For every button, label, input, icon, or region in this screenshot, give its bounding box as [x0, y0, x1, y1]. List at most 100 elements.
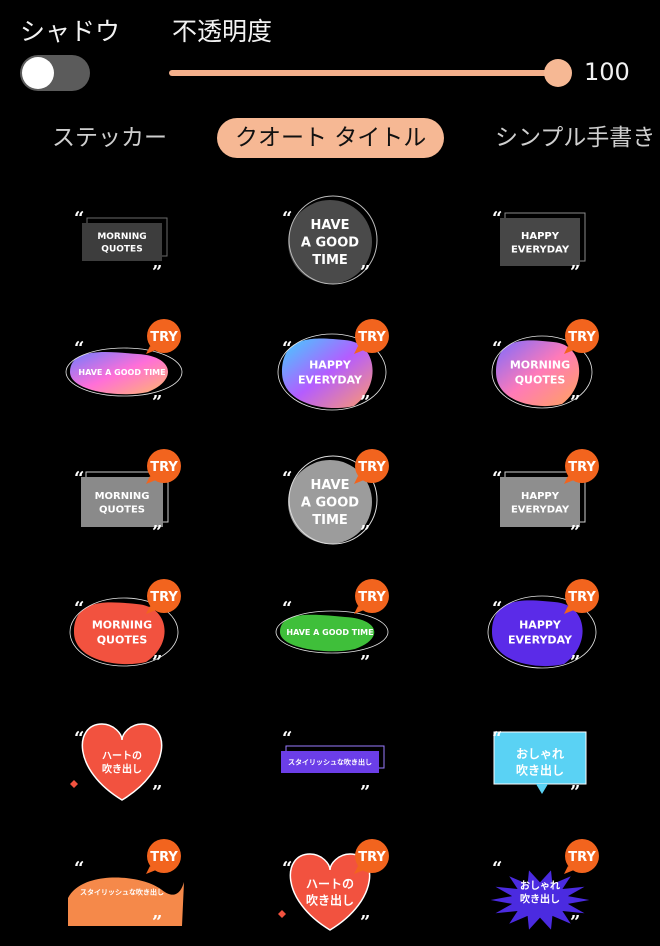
sticker-item[interactable]: “ ” MORNING QUOTES [52, 186, 192, 296]
try-badge: TRY [354, 319, 389, 354]
sticker-item[interactable]: “”おしゃれ吹き出し [470, 706, 610, 816]
sticker-text: QUOTES [99, 504, 145, 515]
open-quote-icon: “ [282, 728, 292, 749]
sticker-text: HAVE A GOOD TIME [78, 368, 165, 377]
open-quote-icon: “ [282, 858, 292, 879]
opacity-label: 不透明度 [172, 17, 273, 46]
close-quote-icon: ” [152, 262, 162, 283]
close-quote-icon: ” [152, 392, 162, 413]
try-badge: TRY [564, 839, 599, 874]
close-quote-icon: ” [152, 782, 162, 803]
close-quote-icon: ” [570, 912, 580, 933]
try-badge: TRY [354, 449, 389, 484]
open-quote-icon: “ [492, 728, 502, 749]
opacity-slider-thumb[interactable] [544, 59, 572, 87]
sticker-text: ハートの [102, 750, 142, 762]
open-quote-icon: “ [492, 598, 502, 619]
sticker-text: スタイリッシュな吹き出し [288, 758, 372, 767]
sticker-item[interactable]: “”ハートの吹き出し [52, 706, 192, 816]
shadow-toggle[interactable] [20, 55, 90, 91]
svg-text:TRY: TRY [150, 460, 178, 475]
close-quote-icon: ” [152, 912, 162, 933]
svg-text:TRY: TRY [150, 850, 178, 865]
close-quote-icon: ” [570, 392, 580, 413]
open-quote-icon: “ [74, 858, 84, 879]
open-quote-icon: “ [282, 208, 292, 229]
open-quote-icon: “ [74, 208, 84, 229]
sticker-text: ハートの [306, 877, 354, 891]
svg-text:TRY: TRY [568, 330, 596, 345]
sticker-text: QUOTES [97, 633, 148, 646]
close-quote-icon: ” [360, 392, 370, 413]
close-quote-icon: ” [570, 522, 580, 543]
svg-text:TRY: TRY [358, 590, 386, 605]
shadow-label: シャドウ [20, 17, 121, 46]
try-badge: TRY [146, 319, 181, 354]
tab-quote-title[interactable]: クオート タイトル [217, 118, 445, 158]
sticker-text: EVERYDAY [511, 504, 570, 515]
svg-text:TRY: TRY [568, 460, 596, 475]
close-quote-icon: ” [360, 782, 370, 803]
close-quote-icon: ” [570, 652, 580, 673]
sticker-text: TIME [312, 253, 348, 268]
open-quote-icon: “ [492, 468, 502, 489]
tab-simple-handwriting[interactable]: シンプル手書き [495, 125, 656, 151]
sticker-item[interactable]: “ ” スタイリッシュな吹き出し [260, 706, 400, 816]
open-quote-icon: “ [282, 598, 292, 619]
svg-text:TRY: TRY [568, 850, 596, 865]
close-quote-icon: ” [360, 522, 370, 543]
sticker-text: 吹き出し [516, 762, 564, 777]
try-badge: TRY [564, 319, 599, 354]
open-quote-icon: “ [74, 728, 84, 749]
sticker-text: HAPPY [521, 231, 560, 242]
sticker-text: EVERYDAY [511, 244, 570, 255]
svg-text:TRY: TRY [358, 850, 386, 865]
try-badge: TRY [146, 449, 181, 484]
sticker-text: EVERYDAY [298, 373, 363, 386]
sticker-text: A GOOD [301, 496, 359, 511]
sticker-text: HAVE [311, 478, 350, 493]
sticker-text: EVERYDAY [508, 633, 573, 646]
close-quote-icon: ” [360, 652, 370, 673]
sticker-graphic: “ ” MORNING QUOTES [74, 208, 168, 283]
try-badge: TRY [564, 449, 599, 484]
open-quote-icon: “ [282, 468, 292, 489]
open-quote-icon: “ [492, 858, 502, 879]
svg-text:TRY: TRY [568, 590, 596, 605]
sticker-text: HAVE [311, 218, 350, 233]
svg-text:TRY: TRY [358, 330, 386, 345]
open-quote-icon: “ [492, 208, 502, 229]
tab-sticker[interactable]: ステッカー [52, 125, 167, 151]
sticker-text: HAPPY [309, 359, 352, 372]
svg-text:TRY: TRY [150, 590, 178, 605]
opacity-slider-track[interactable] [169, 70, 558, 76]
sticker-text: QUOTES [101, 244, 142, 254]
sticker-text: A GOOD [301, 236, 359, 251]
sticker-text: MORNING [97, 232, 146, 242]
